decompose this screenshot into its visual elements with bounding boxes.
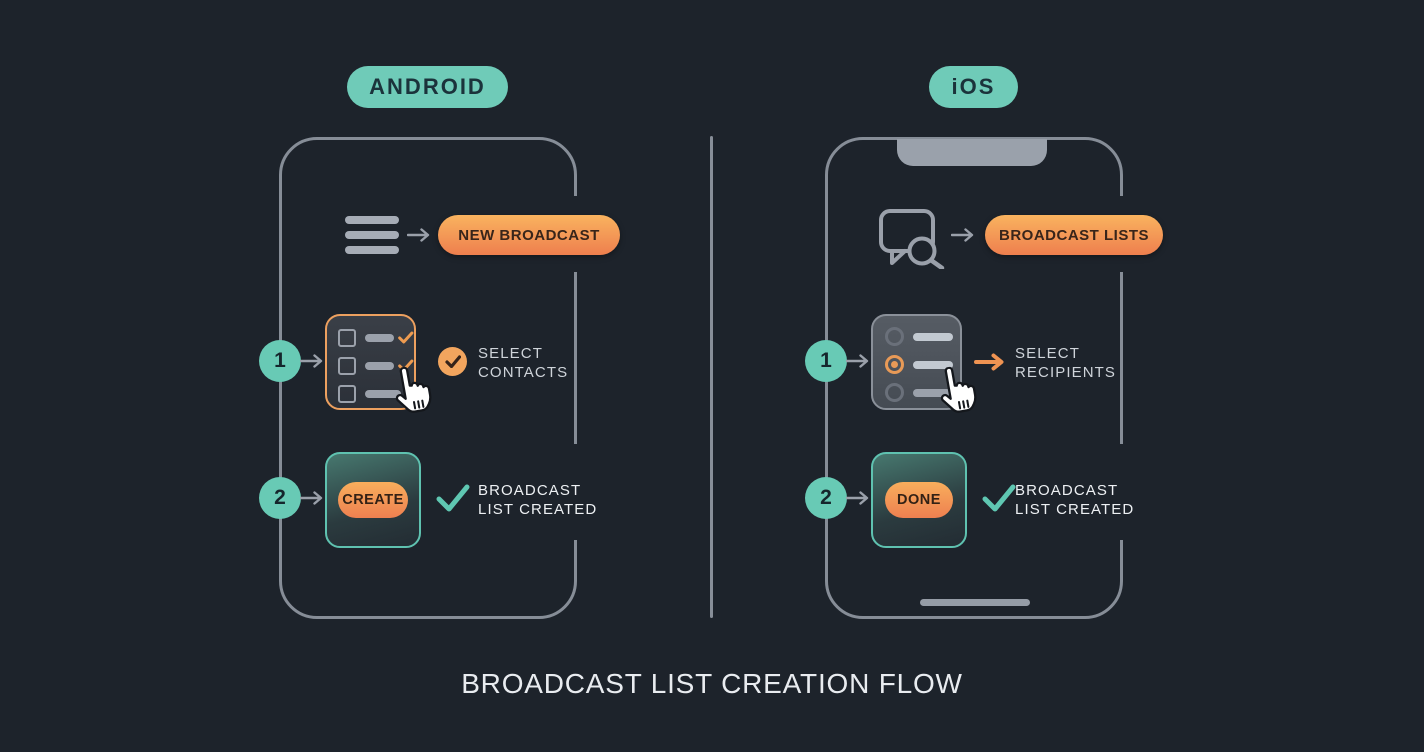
chat-search-icon[interactable] (876, 207, 952, 269)
ios-step1-number: 1 (805, 340, 847, 382)
checkmark-icon (982, 484, 1016, 512)
android-step2-label: BROADCAST LIST CREATED (478, 481, 597, 519)
radio-row (885, 382, 960, 403)
arrow-right-icon (846, 491, 869, 505)
check-circle-icon (438, 347, 467, 376)
list-line (913, 360, 953, 369)
page-title: BROADCAST LIST CREATION FLOW (461, 668, 963, 699)
frame-gap (569, 444, 579, 540)
check-icon (398, 331, 414, 344)
menu-bar (345, 231, 399, 239)
new-broadcast-button[interactable]: NEW BROADCAST (438, 215, 620, 255)
arrow-right-icon (846, 354, 869, 368)
ios-home-indicator (920, 599, 1030, 606)
ios-step1-label: SELECT RECIPIENTS (1015, 344, 1116, 382)
android-step1-number: 1 (259, 340, 301, 382)
ios-step2-label: BROADCAST LIST CREATED (1015, 481, 1134, 519)
ios-badge: iOS (929, 66, 1018, 108)
android-step1-label: SELECT CONTACTS (478, 344, 568, 382)
done-button[interactable]: DONE (885, 482, 953, 518)
list-line (365, 361, 395, 370)
arrow-right-orange-icon (974, 353, 1004, 371)
cursor-hand-icon (390, 362, 434, 416)
label-line: RECIPIENTS (1015, 364, 1117, 381)
radio-icon (885, 383, 904, 402)
radio-row (885, 326, 960, 347)
create-card: CREATE (325, 452, 421, 548)
menu-bar (345, 216, 399, 224)
list-line (913, 388, 953, 397)
list-line (365, 333, 395, 342)
arrow-right-icon (300, 491, 323, 505)
list-line (365, 389, 401, 398)
recipient-list-card[interactable] (871, 314, 962, 410)
done-card: DONE (871, 452, 967, 548)
ios-step2-number: 2 (805, 477, 847, 519)
label-line: CONTACTS (478, 364, 569, 381)
checkbox-icon (338, 384, 356, 403)
checkbox-icon (338, 328, 356, 347)
checkmark-icon (436, 484, 470, 512)
label-line: BROADCAST (478, 482, 582, 499)
contact-checklist-card[interactable] (325, 314, 416, 410)
section-divider (710, 136, 713, 618)
checklist-row (338, 327, 414, 348)
android-badge: ANDROID (347, 66, 508, 108)
label-line: SELECT (478, 345, 543, 362)
arrow-right-icon (407, 228, 430, 242)
radio-row (885, 354, 960, 375)
hamburger-menu-icon[interactable] (345, 216, 399, 254)
ios-notch (897, 139, 1047, 166)
label-line: BROADCAST (1015, 482, 1119, 499)
checkbox-icon (338, 356, 356, 375)
list-line (913, 332, 953, 341)
menu-bar (345, 246, 399, 254)
radio-icon (885, 327, 904, 346)
label-line: LIST CREATED (1015, 501, 1135, 518)
broadcast-lists-button[interactable]: BROADCAST LISTS (985, 215, 1163, 255)
label-line: LIST CREATED (478, 501, 598, 518)
frame-gap (1115, 444, 1125, 540)
create-button[interactable]: CREATE (338, 482, 408, 518)
checklist-row (338, 383, 414, 404)
cursor-hand-icon (935, 362, 979, 416)
arrow-right-icon (300, 354, 323, 368)
label-line: SELECT (1015, 345, 1080, 362)
arrow-right-icon (951, 228, 974, 242)
android-step2-number: 2 (259, 477, 301, 519)
radio-selected-icon (885, 355, 904, 374)
